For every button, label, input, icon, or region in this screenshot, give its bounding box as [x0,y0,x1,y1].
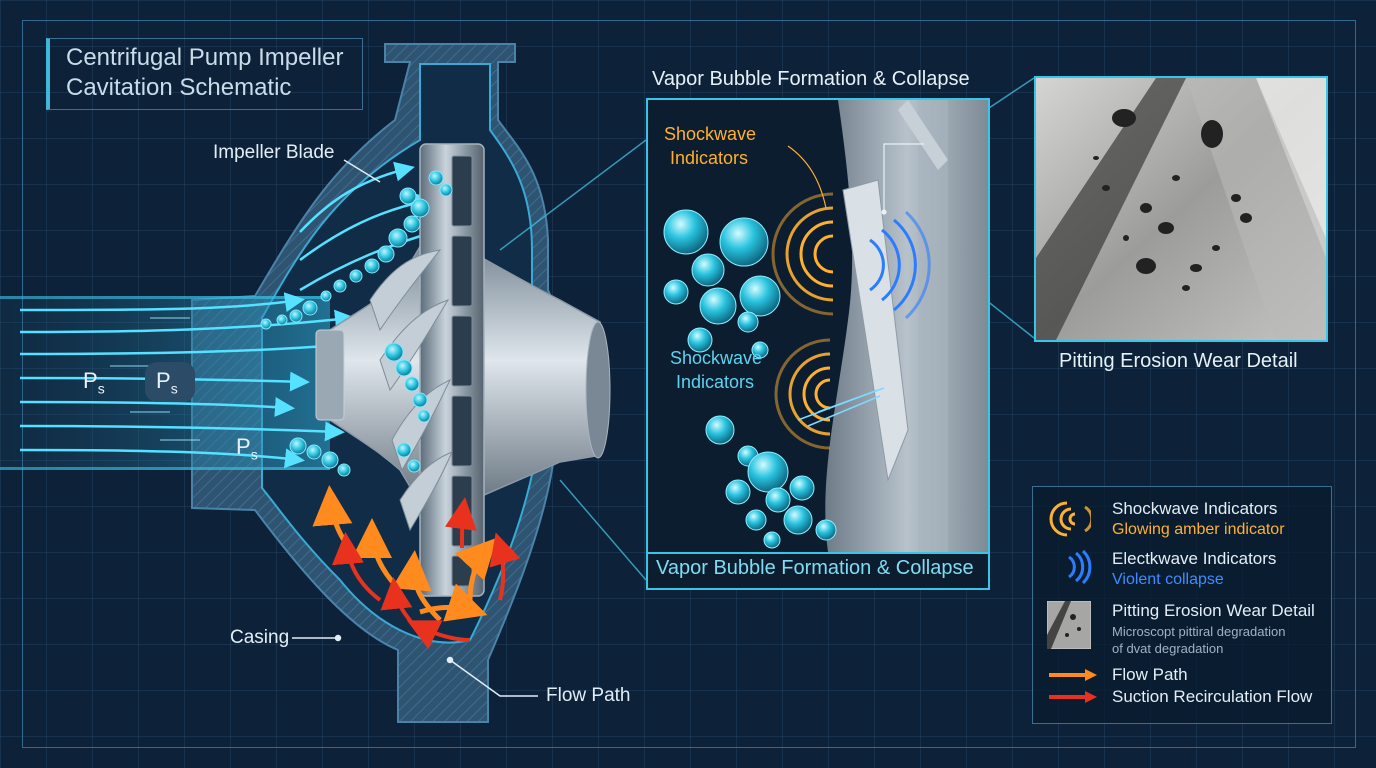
blade-edge [842,179,909,482]
title-line-1: Centrifugal Pump Impeller [66,44,344,71]
legend-item-3-title: Pitting Erosion Wear Detail [1112,601,1315,620]
pits [1093,109,1252,291]
shockwave-label-lower-1: Shockwave [670,348,763,368]
legend: Shockwave Indicators Glowing amber indic… [1032,486,1332,724]
amber-shockwave-upper [771,192,834,316]
flow-path-label: Flow Path [546,685,631,706]
amber-shockwave-lower [774,338,831,450]
legend-item-1-title: Shockwave Indicators [1112,499,1278,518]
orange-arrow-icon [1049,669,1097,681]
shockwave-label-upper-1: Shockwave [664,124,757,144]
cavitation-bubbles [260,170,453,477]
legend-item-4-title: Flow Path [1112,665,1188,684]
legend-item-2-title: Electkwave Indicators [1112,549,1277,568]
blue-shockwaves [869,210,931,320]
inset-bottom-title: Vapor Bubble Formation & Collapse [656,557,974,579]
shockwave-label-lower-2: Indicators [676,372,755,392]
casing-label: Casing [230,627,290,648]
legend-item-3-subtitle-2: of dvat degradation [1112,641,1224,656]
bubble-collapse-inset [646,98,990,590]
suction-pressure-label-1: Ps [83,368,105,397]
micrograph-thumb-icon [1047,601,1091,649]
inset-bubbles [663,209,837,549]
legend-item-1-subtitle: Glowing amber indicator [1112,521,1285,538]
micro-jet [797,387,885,427]
inset-top-title: Vapor Bubble Formation & Collapse [652,68,970,90]
red-arrow-icon [1049,691,1097,703]
inset-footer-divider [648,552,988,554]
recirculation-red-arrows [331,497,521,650]
legend-item-3-subtitle-1: Microscopt pittiral degradation [1112,624,1286,639]
legend-item-5-title: Suction Recirculation Flow [1112,687,1313,706]
legend-item-2-subtitle: Violent collapse [1112,571,1224,588]
amber-arcs-icon [1049,501,1091,537]
inset-illustration [663,100,988,552]
ps-badge [145,362,195,402]
pitting-micrograph [1034,76,1328,342]
suction-pressure-label-2: Ps [156,368,178,397]
suction-pressure-label-3: Ps [236,434,258,463]
shockwave-label-upper-2: Indicators [670,148,749,168]
title-line-2: Cavitation Schematic [66,74,292,101]
title-box [46,38,363,110]
inset-blade [825,100,988,552]
impeller-blade-label: Impeller Blade [213,142,335,163]
blue-arcs-icon [1068,549,1092,585]
micrograph-image [1036,78,1326,340]
micrograph-caption: Pitting Erosion Wear Detail [1059,350,1298,372]
